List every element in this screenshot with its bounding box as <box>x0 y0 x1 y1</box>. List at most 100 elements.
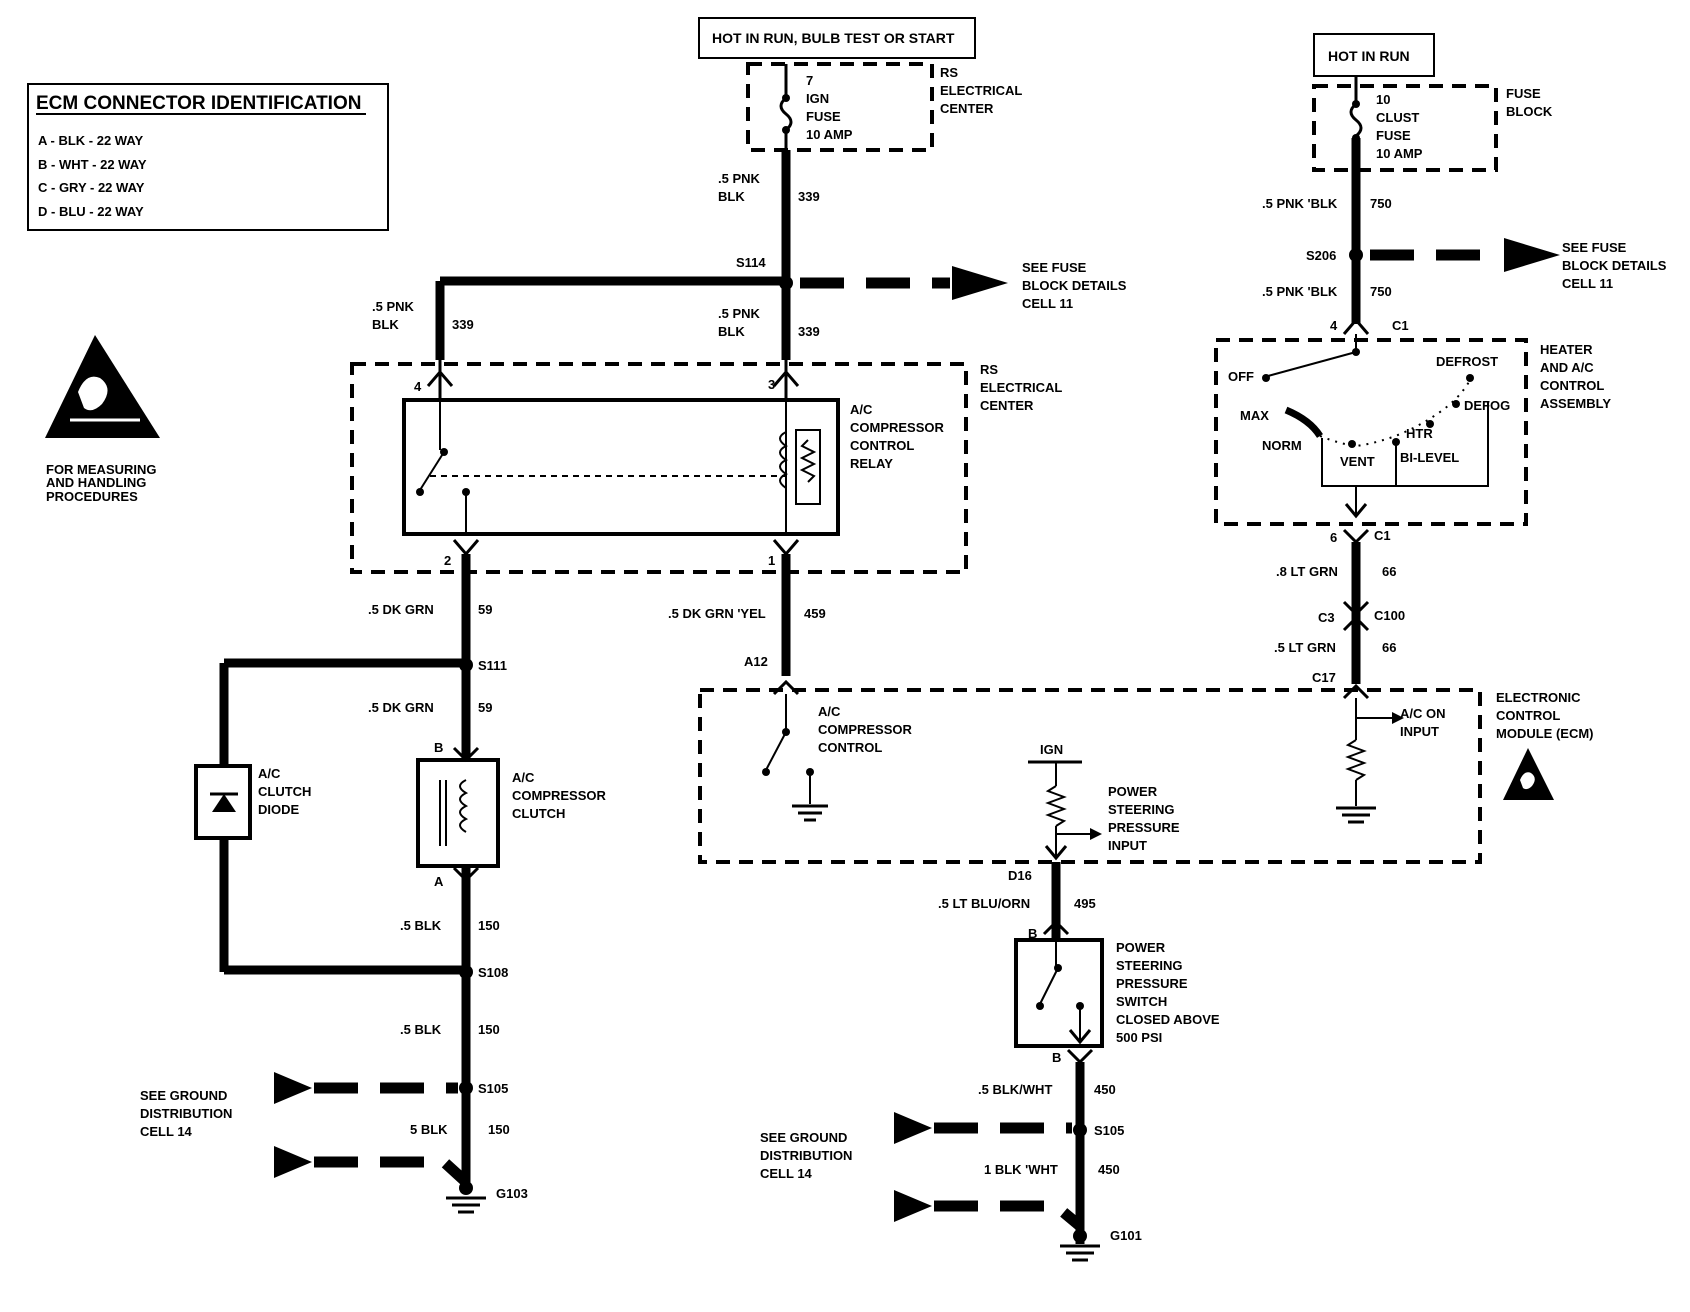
esd-note: AND HANDLING <box>46 475 146 490</box>
hvac-mode-max: MAX <box>1240 408 1269 423</box>
hvac-label: CONTROL <box>1540 378 1604 393</box>
esd-note: PROCEDURES <box>46 489 138 504</box>
ac-on-input-label: A/C ON <box>1400 706 1446 721</box>
ecm-id-row: B - WHT - 22 WAY <box>38 157 147 172</box>
ign-fuse-number: 7 <box>806 73 813 88</box>
wire-59-color: .5 DK GRN <box>368 700 434 715</box>
wire-339-color: BLK <box>718 324 745 339</box>
conn-c100: C100 <box>1374 608 1405 623</box>
hot-run-bulb-label: HOT IN RUN, BULB TEST OR START <box>712 30 955 46</box>
rs-center-label: RS <box>980 362 998 377</box>
wire-66-color: .5 LT GRN <box>1274 640 1336 655</box>
hvac-pin-6: 6 <box>1330 530 1337 545</box>
ign-label: IGN <box>1040 742 1063 757</box>
wire-66-color: .8 LT GRN <box>1276 564 1338 579</box>
wire-459-color: .5 DK GRN 'YEL <box>668 606 766 621</box>
ps-input-label: PRESSURE <box>1108 820 1180 835</box>
fuse-block-label: FUSE <box>1506 86 1541 101</box>
clust-fuse-label: FUSE <box>1376 128 1411 143</box>
relay-label: A/C <box>850 402 873 417</box>
hvac-pin-4: 4 <box>1330 318 1338 333</box>
esd-note: FOR MEASURING <box>46 462 157 477</box>
ac-comp-control-label: CONTROL <box>818 740 882 755</box>
fuse-details-ref: SEE FUSE <box>1022 260 1087 275</box>
wire-750-color: .5 PNK 'BLK <box>1262 284 1338 299</box>
ground-dist-ref: SEE GROUND <box>760 1130 847 1145</box>
wire-66-circuit: 66 <box>1382 640 1396 655</box>
wire-150-circuit: 150 <box>478 1022 500 1037</box>
ecm-pin-d16: D16 <box>1008 868 1032 883</box>
wire-459-circuit: 459 <box>804 606 826 621</box>
clust-fuse-label: CLUST <box>1376 110 1419 125</box>
ecm-connector-id-box: ECM CONNECTOR IDENTIFICATION A - BLK - 2… <box>27 83 389 231</box>
wire-339-circuit: 339 <box>798 189 820 204</box>
ecm-id-row: D - BLU - 22 WAY <box>38 204 144 219</box>
relay-pin-4: 4 <box>414 379 422 394</box>
fuse-block-label: BLOCK <box>1506 104 1553 119</box>
splice-s206: S206 <box>1306 248 1336 263</box>
ecm-label: ELECTRONIC <box>1496 690 1581 705</box>
ground-dist-ref: CELL 14 <box>140 1124 193 1139</box>
clust-fuse-number: 10 <box>1376 92 1390 107</box>
hvac-mode-vent: VENT <box>1340 454 1375 469</box>
relay-label: CONTROL <box>850 438 914 453</box>
splice-s111: S111 <box>478 658 507 673</box>
relay-label: COMPRESSOR <box>850 420 945 435</box>
wire-750-color: .5 PNK 'BLK <box>1262 196 1338 211</box>
hvac-label: ASSEMBLY <box>1540 396 1611 411</box>
clutch-pin-b: B <box>434 740 443 755</box>
ground-g103: G103 <box>496 1186 528 1201</box>
rs-center-label: ELECTRICAL <box>940 83 1022 98</box>
ps-switch-label: 500 PSI <box>1116 1030 1162 1045</box>
ecm-pin-a12: A12 <box>744 654 768 669</box>
wire-450-circuit: 450 <box>1098 1162 1120 1177</box>
wire-450-circuit: 450 <box>1094 1082 1116 1097</box>
wire-59-color: .5 DK GRN <box>368 602 434 617</box>
wire-59-circuit: 59 <box>478 700 492 715</box>
wire-339-color: .5 PNK <box>718 306 761 321</box>
ign-fuse-label: FUSE <box>806 109 841 124</box>
wire-750-circuit: 750 <box>1370 284 1392 299</box>
relay-label: RELAY <box>850 456 893 471</box>
wire-339-color: BLK <box>718 189 745 204</box>
hvac-mode-defrost: DEFROST <box>1436 354 1498 369</box>
ecm-pin-c17: C17 <box>1312 670 1336 685</box>
wire-339-color: .5 PNK <box>718 171 761 186</box>
ac-comp-control-label: COMPRESSOR <box>818 722 913 737</box>
splice-s105-left: S105 <box>478 1081 508 1096</box>
ground-dist-ref: DISTRIBUTION <box>760 1148 852 1163</box>
rs-center-label: CENTER <box>940 101 994 116</box>
wire-59-circuit: 59 <box>478 602 492 617</box>
ground-g101: G101 <box>1110 1228 1142 1243</box>
wire-450-color: 1 BLK 'WHT <box>984 1162 1058 1177</box>
hvac-mode-htr: HTR <box>1406 426 1433 441</box>
hot-in-run-label: HOT IN RUN <box>1328 48 1410 64</box>
wire-450-color: .5 BLK/WHT <box>978 1082 1052 1097</box>
clutch-diode-label: DIODE <box>258 802 300 817</box>
conn-c3: C3 <box>1318 610 1335 625</box>
ign-fuse-label: IGN <box>806 91 829 106</box>
comp-clutch-label: COMPRESSOR <box>512 788 607 803</box>
ac-on-input-label: INPUT <box>1400 724 1439 739</box>
ac-comp-control-label: A/C <box>818 704 841 719</box>
clutch-diode-label: A/C <box>258 766 281 781</box>
esd-warning-icon <box>45 335 160 438</box>
ps-pin-b2: B <box>1052 1050 1061 1065</box>
clust-fuse-amp: 10 AMP <box>1376 146 1423 161</box>
splice-s108: S108 <box>478 965 508 980</box>
fuse-details-ref: CELL 11 <box>1022 296 1073 311</box>
ps-input-label: STEERING <box>1108 802 1174 817</box>
ps-switch-label: PRESSURE <box>1116 976 1188 991</box>
hvac-label: HEATER <box>1540 342 1593 357</box>
wire-150-circuit: 150 <box>488 1122 510 1137</box>
wire-750-circuit: 750 <box>1370 196 1392 211</box>
ps-switch-label: POWER <box>1116 940 1166 955</box>
ground-dist-ref: DISTRIBUTION <box>140 1106 232 1121</box>
ps-switch-label: SWITCH <box>1116 994 1167 1009</box>
ps-switch-label: CLOSED ABOVE <box>1116 1012 1220 1027</box>
wire-150-circuit: 150 <box>478 918 500 933</box>
fuse-details-ref: SEE FUSE <box>1562 240 1627 255</box>
wire-66-circuit: 66 <box>1382 564 1396 579</box>
wire-339-circuit: 339 <box>452 317 474 332</box>
